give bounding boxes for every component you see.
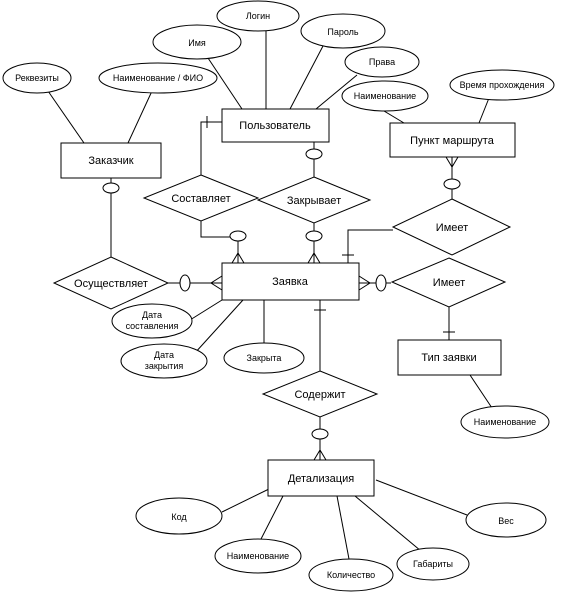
attribute-detail-weight[interactable]: Вес	[465, 502, 547, 538]
optional-circle	[311, 428, 329, 440]
relationship-has-route[interactable]: Имеет	[391, 198, 512, 256]
attribute-label: Наименование / ФИО	[113, 73, 203, 83]
relationship-closes[interactable]: Закрывает	[256, 176, 372, 224]
optional-circle	[375, 274, 387, 292]
optional-circle	[102, 182, 120, 194]
optional-circle	[443, 178, 461, 190]
relationship-performs[interactable]: Осуществляет	[52, 256, 170, 310]
relationship-label: Составляет	[171, 193, 230, 205]
entity-user[interactable]: Пользователь	[221, 108, 330, 143]
attribute-label: Закрыта	[247, 353, 282, 363]
attribute-user-name[interactable]: Имя	[152, 24, 242, 60]
entity-label: Детализация	[288, 473, 354, 485]
attribute-label: Логин	[246, 11, 270, 21]
relationship-contains[interactable]: Содержит	[261, 370, 379, 418]
attribute-route-time[interactable]: Время прохождения	[449, 69, 555, 101]
optional-circle	[305, 230, 323, 242]
attribute-label: Время прохождения	[460, 80, 545, 90]
relationship-label: Закрывает	[287, 195, 341, 207]
attribute-label: Пароль	[327, 27, 359, 37]
attribute-label-line1: Дата	[154, 350, 174, 360]
optional-circle	[305, 148, 323, 160]
attribute-customer-requisites[interactable]: Реквезиты	[2, 62, 72, 94]
optional-circle	[229, 230, 247, 242]
attribute-type-name[interactable]: Наименование	[460, 405, 550, 439]
attribute-label: Вес	[498, 516, 514, 526]
relationship-label: Имеет	[436, 222, 468, 234]
attribute-label-line2: составления	[126, 321, 179, 331]
entity-label: Пункт маршрута	[410, 135, 495, 147]
relationship-label: Имеет	[433, 277, 465, 289]
attribute-request-closed-date[interactable]: Дата закрытия	[120, 343, 208, 379]
attribute-label: Наименование	[474, 417, 536, 427]
attribute-label: Права	[369, 57, 395, 67]
attribute-request-closed[interactable]: Закрыта	[223, 342, 305, 374]
entity-request[interactable]: Заявка	[221, 262, 360, 301]
cardinality-markers	[102, 116, 461, 461]
attribute-label-line2: закрытия	[145, 361, 184, 371]
relationship-label: Осуществляет	[74, 278, 148, 290]
entity-customer[interactable]: Заказчик	[60, 142, 162, 179]
entity-label: Пользователь	[239, 120, 311, 132]
attribute-detail-dimensions[interactable]: Габариты	[396, 547, 470, 581]
attribute-customer-name[interactable]: Наименование / ФИО	[98, 62, 218, 94]
attribute-label: Количество	[327, 570, 375, 580]
attribute-user-rights[interactable]: Права	[344, 46, 420, 78]
attribute-detail-code[interactable]: Код	[135, 497, 223, 535]
attribute-request-created[interactable]: Дата составления	[111, 303, 193, 339]
attribute-user-login[interactable]: Логин	[216, 0, 300, 32]
relationship-composes[interactable]: Составляет	[142, 174, 260, 222]
optional-circle	[179, 274, 191, 292]
attribute-user-password[interactable]: Пароль	[300, 13, 386, 49]
attribute-label: Код	[171, 512, 187, 522]
attribute-detail-name[interactable]: Наименование	[214, 538, 302, 574]
attribute-route-name[interactable]: Наименование	[341, 80, 429, 112]
entity-detail[interactable]: Детализация	[267, 459, 375, 497]
entity-label: Заявка	[272, 276, 309, 288]
entity-route-point[interactable]: Пункт маршрута	[389, 122, 516, 158]
attribute-label: Габариты	[413, 559, 453, 569]
entity-request-type[interactable]: Тип заявки	[397, 339, 502, 376]
entity-label: Тип заявки	[421, 352, 476, 364]
attribute-label-line1: Дата	[142, 310, 162, 320]
entity-label: Заказчик	[88, 155, 133, 167]
attribute-label: Реквезиты	[15, 73, 59, 83]
relationship-has-type[interactable]: Имеет	[390, 257, 507, 308]
attribute-label: Наименование	[227, 551, 289, 561]
attribute-label: Наименование	[354, 91, 416, 101]
attribute-detail-quantity[interactable]: Количество	[308, 558, 394, 592]
attribute-label: Имя	[188, 38, 206, 48]
relationship-label: Содержит	[294, 389, 345, 401]
